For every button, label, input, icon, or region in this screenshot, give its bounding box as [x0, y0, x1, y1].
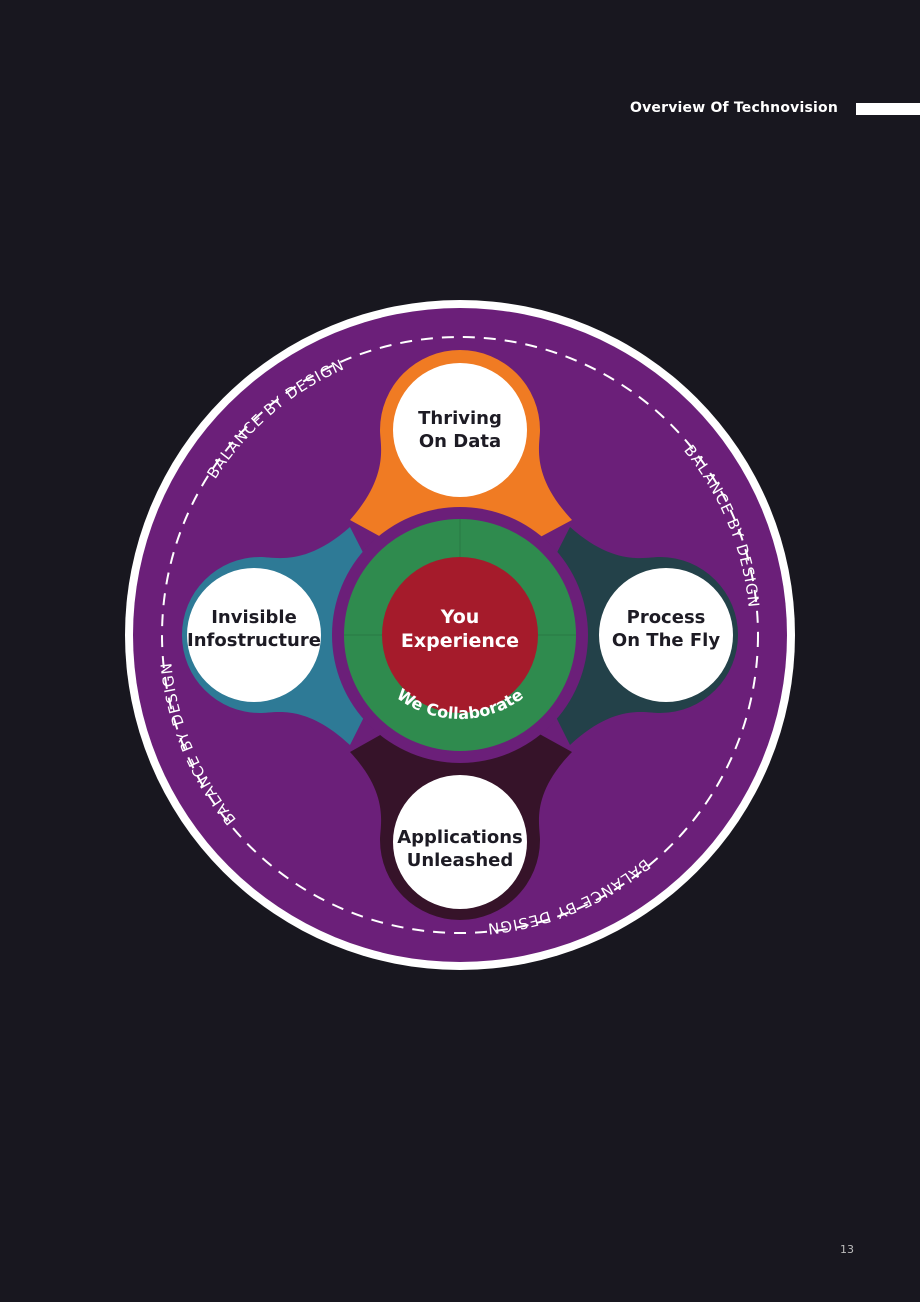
center-circle [382, 557, 538, 713]
node-right-line1: Process [627, 607, 706, 628]
node-top-line2: On Data [419, 431, 501, 452]
node-left-line2: Infostructure [187, 630, 321, 651]
dashed-ring [161, 336, 759, 934]
node-left-line1: Invisible [211, 607, 297, 628]
node-top-circle [393, 363, 527, 497]
node-bottom-line1: Applications [397, 827, 523, 848]
center-label-line1: You [440, 606, 480, 628]
node-bottom-circle [393, 775, 527, 909]
page-number: 13 [840, 1243, 854, 1256]
center-label-line2: Experience [401, 630, 519, 652]
node-top-line1: Thriving [418, 408, 502, 429]
node-right-circle [599, 568, 733, 702]
node-bottom-line2: Unleashed [407, 850, 514, 871]
header-title: Overview Of Technovision [630, 100, 838, 116]
node-left-circle [187, 568, 321, 702]
node-right-line2: On The Fly [612, 630, 720, 651]
header-bar [856, 103, 920, 115]
